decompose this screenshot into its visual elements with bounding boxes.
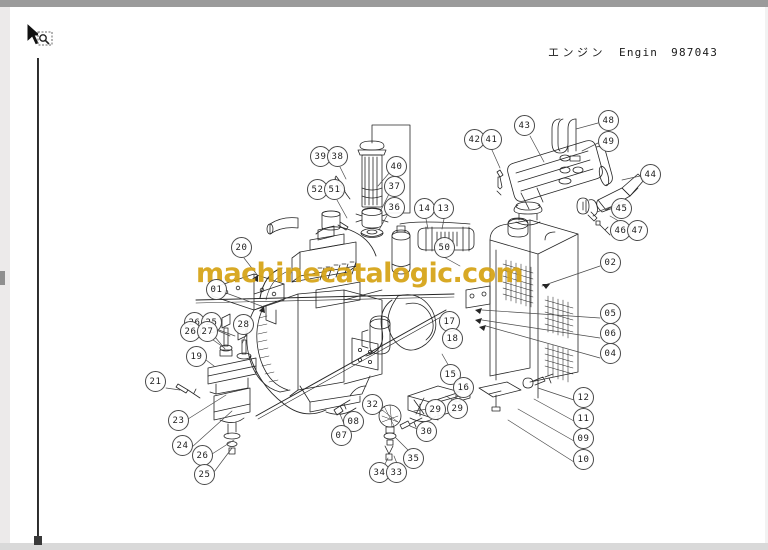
callout-23: 23 [168, 410, 189, 431]
callout-33: 33 [386, 462, 407, 483]
viewer-top-toolbar [0, 0, 768, 7]
callout-47: 47 [627, 220, 648, 241]
figure-code: 987043 [671, 46, 719, 59]
callout-02: 02 [600, 252, 621, 273]
callout-05: 05 [600, 303, 621, 324]
callout-24: 24 [172, 435, 193, 456]
callout-12: 12 [573, 387, 594, 408]
page-title: エンジン Engin 987043 [548, 44, 718, 60]
callout-04: 04 [600, 343, 621, 364]
callout-07: 07 [331, 425, 352, 446]
callout-32: 32 [362, 394, 383, 415]
viewer-bottom-bar [0, 543, 768, 550]
callout-29: 29 [447, 398, 468, 419]
binding-spine-foot [34, 536, 42, 545]
callout-41: 41 [481, 129, 502, 150]
callout-43: 43 [514, 115, 535, 136]
callout-38: 38 [327, 146, 348, 167]
callout-25: 25 [194, 464, 215, 485]
callout-44: 44 [640, 164, 661, 185]
callout-30: 30 [416, 421, 437, 442]
page-scroll-marker[interactable] [0, 271, 5, 285]
callout-26: 26 [192, 445, 213, 466]
page-title-english: Engin [619, 46, 659, 59]
callout-06: 06 [600, 323, 621, 344]
callout-19: 19 [186, 346, 207, 367]
callout-27: 27 [197, 321, 218, 342]
callout-13: 13 [433, 198, 454, 219]
callout-11: 11 [573, 408, 594, 429]
callout-01: 01 [206, 279, 227, 300]
callout-14: 14 [414, 198, 435, 219]
callout-36: 36 [384, 197, 405, 218]
callout-28: 28 [233, 314, 254, 335]
watermark-text: machinecatalogic.com [196, 258, 524, 289]
callout-29: 29 [425, 399, 446, 420]
page-title-japanese: エンジン [548, 46, 606, 59]
callout-10: 10 [573, 449, 594, 470]
callout-40: 40 [386, 156, 407, 177]
callout-49: 49 [598, 131, 619, 152]
callout-20: 20 [231, 237, 252, 258]
callout-37: 37 [384, 176, 405, 197]
callout-35: 35 [403, 448, 424, 469]
viewer-left-gutter [0, 7, 10, 543]
callout-51: 51 [324, 179, 345, 200]
binding-spine-line [37, 58, 39, 544]
viewer-right-edge [765, 7, 768, 543]
callout-09: 09 [573, 428, 594, 449]
callout-21: 21 [145, 371, 166, 392]
callout-18: 18 [442, 328, 463, 349]
callout-26: 26 [180, 321, 201, 342]
callout-50: 50 [434, 237, 455, 258]
callout-48: 48 [598, 110, 619, 131]
callout-16: 16 [453, 377, 474, 398]
callout-45: 45 [611, 198, 632, 219]
